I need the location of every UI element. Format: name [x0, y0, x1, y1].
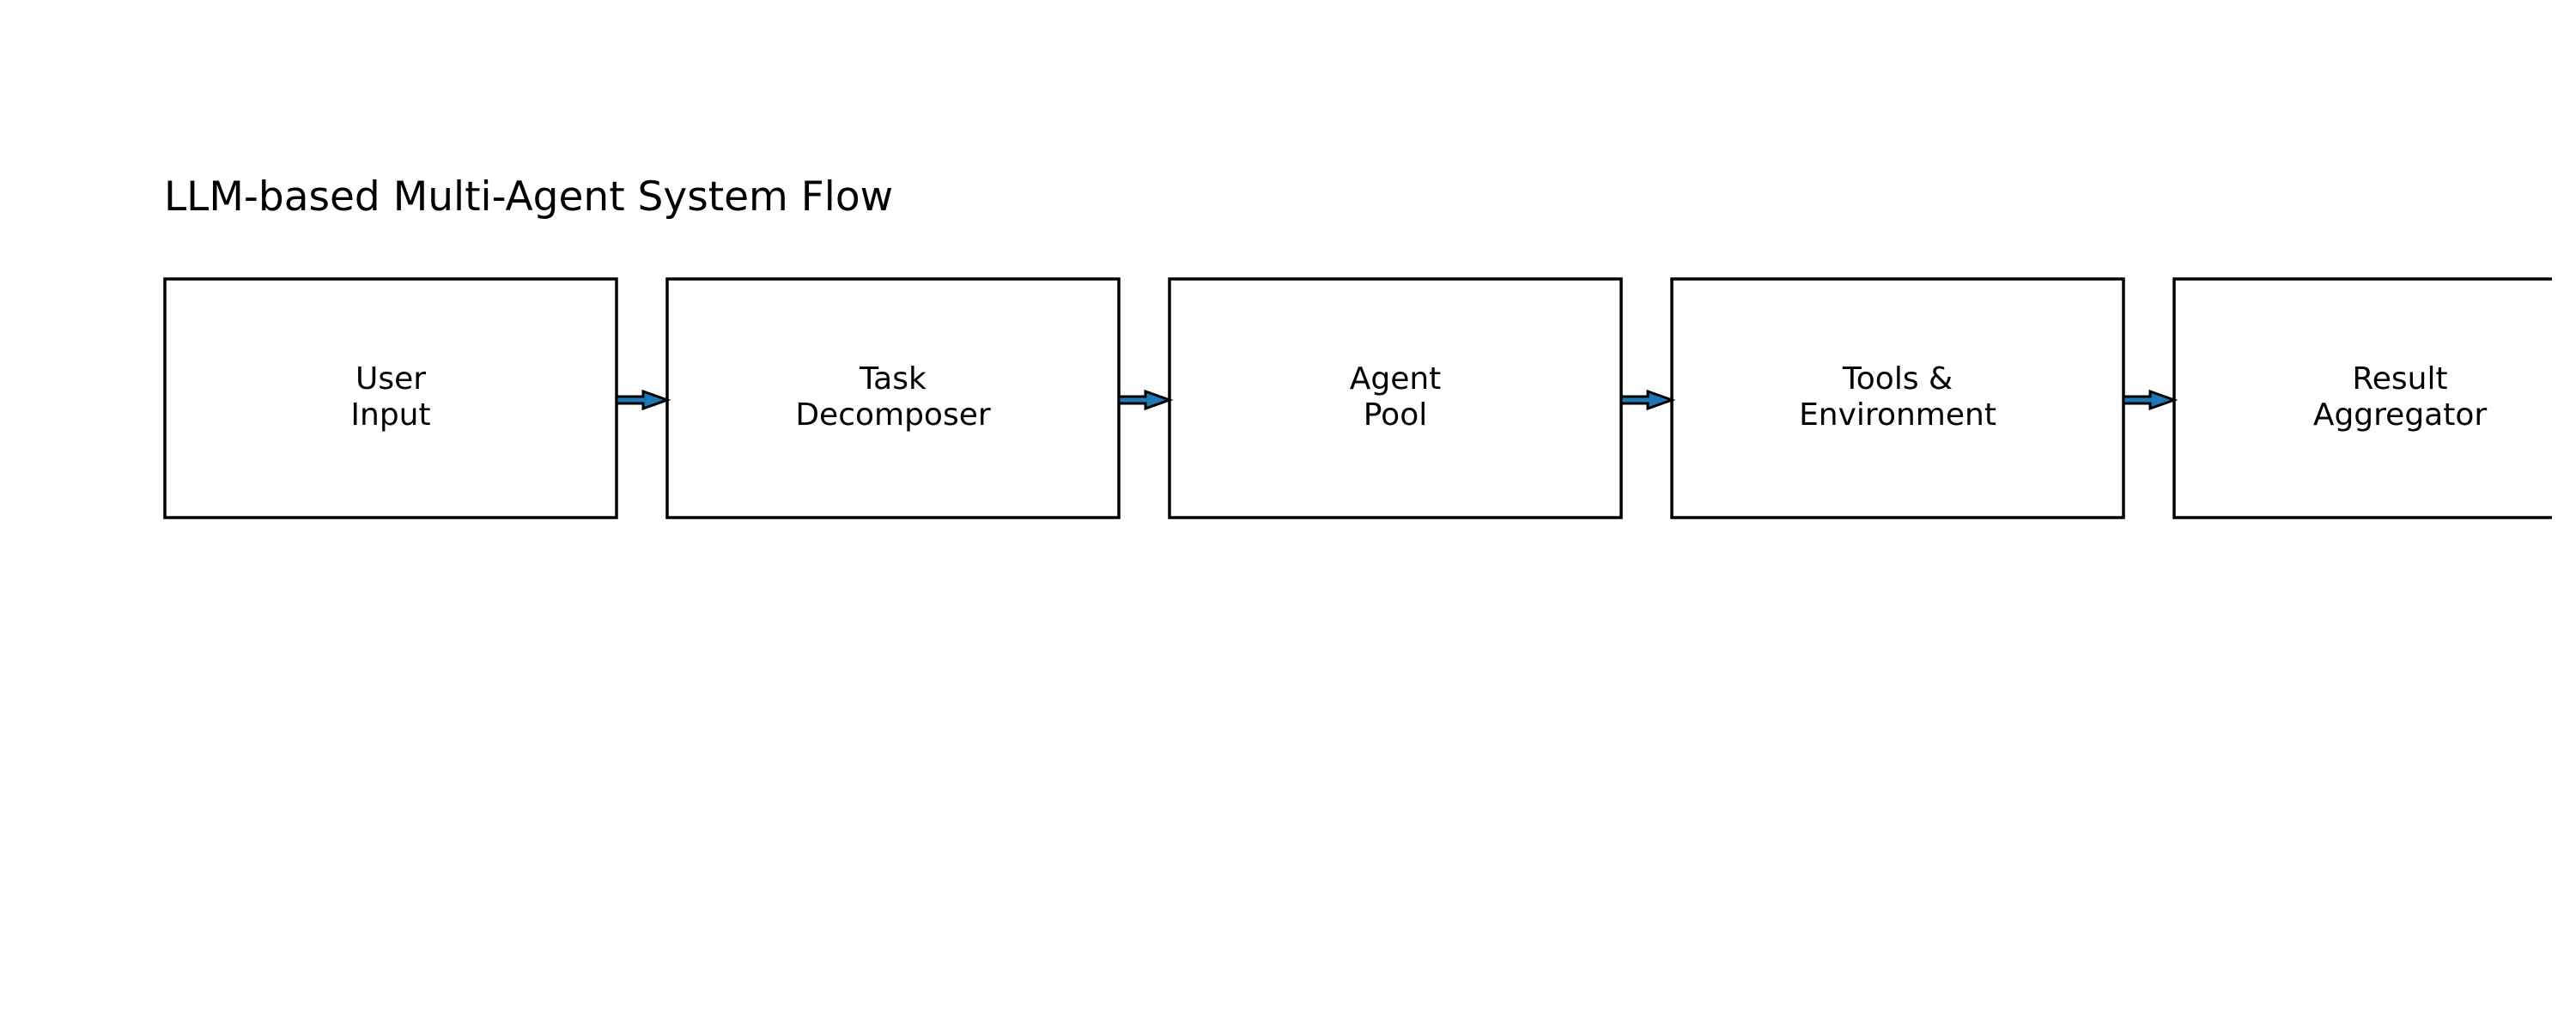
node-label: Pool — [1364, 397, 1427, 433]
node-box — [163, 277, 618, 519]
diagram-title: LLM-based Multi-Agent System Flow — [164, 173, 894, 221]
node-box — [2172, 277, 2552, 519]
node-box — [1670, 277, 2125, 519]
node-label: Aggregator — [2313, 397, 2488, 433]
node-label: Task — [859, 361, 927, 397]
node-label: Input — [350, 397, 430, 433]
arrow-user-input-to-task-decomposer — [615, 389, 671, 411]
node-tools-environment: Tools &Environment — [1670, 277, 2125, 519]
arrow-agent-pool-to-tools-environment — [1619, 389, 1676, 411]
node-label: Result — [2352, 361, 2447, 397]
node-box — [665, 277, 1121, 519]
arrow-task-decomposer-to-agent-pool — [1117, 389, 1174, 411]
node-label: Agent — [1350, 361, 1442, 397]
node-label: Environment — [1799, 397, 1996, 433]
node-label: Decomposer — [795, 397, 991, 433]
node-box — [1168, 277, 1623, 519]
node-label: Tools & — [1842, 361, 1953, 397]
arrow-tools-environment-to-result-aggregator — [2122, 389, 2178, 411]
node-label: User — [355, 361, 426, 397]
